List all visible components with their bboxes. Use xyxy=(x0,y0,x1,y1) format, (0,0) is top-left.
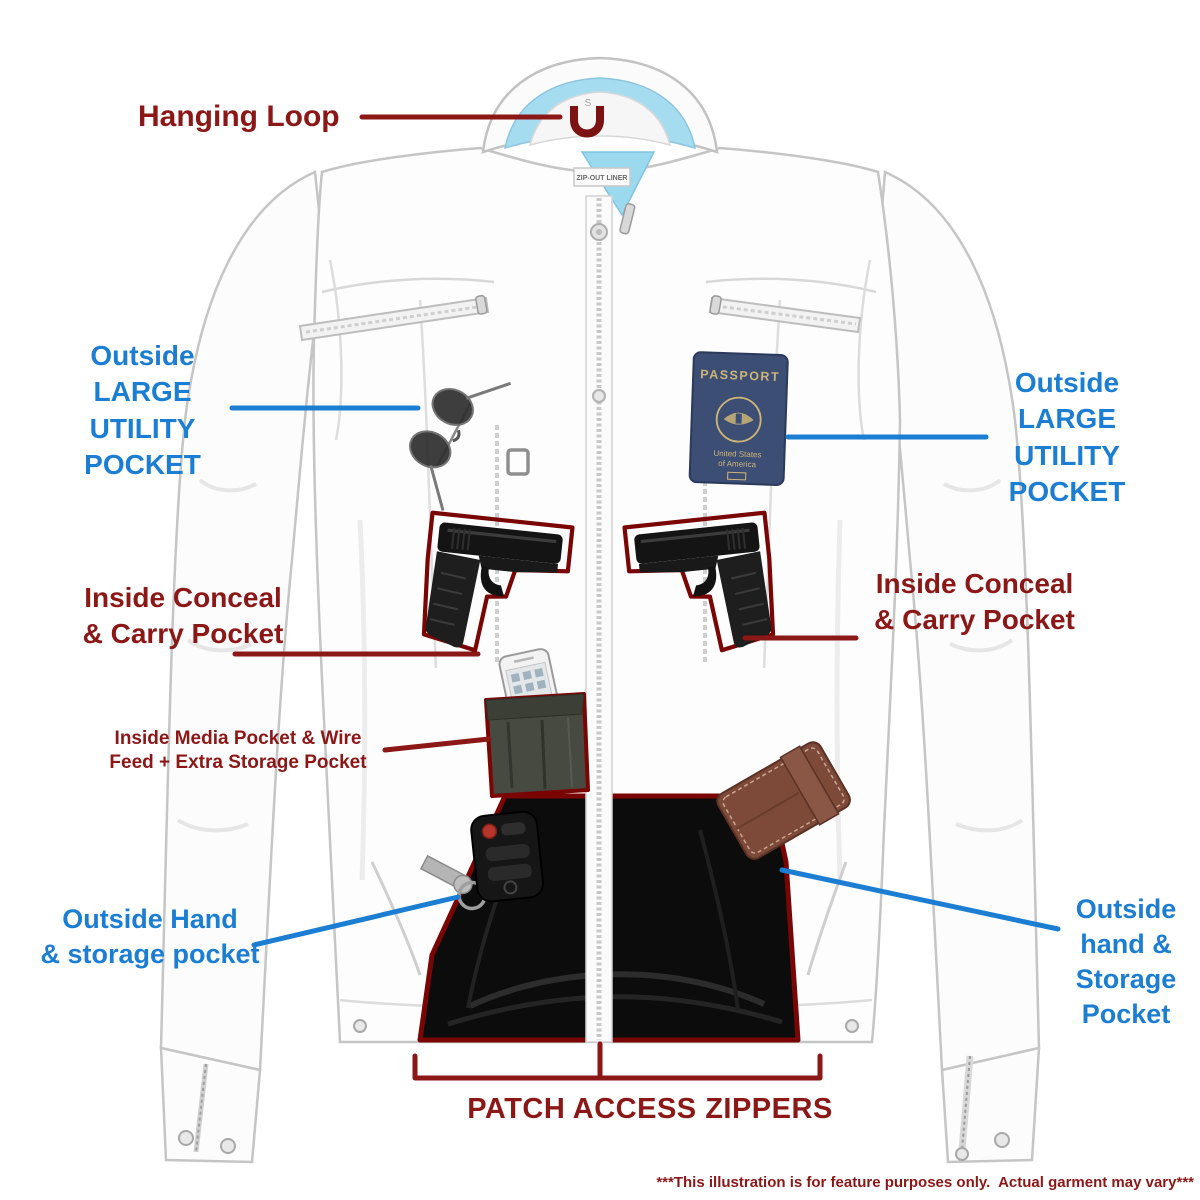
outside-utility-right-label: Outside LARGE UTILITY POCKET xyxy=(988,365,1146,511)
media-pocket-pouch xyxy=(484,692,590,798)
outside-utility-left-label: Outside LARGE UTILITY POCKET xyxy=(55,338,230,484)
label-line: & Carry Pocket xyxy=(82,618,284,650)
label-line: UTILITY xyxy=(1014,439,1120,471)
conceal-pocket-outline xyxy=(622,510,776,653)
media-pocket-line xyxy=(382,736,492,753)
label-line: Feed + Extra Storage Pocket xyxy=(109,751,367,773)
passport-seal xyxy=(715,396,762,443)
disclaimer-text: ***This illustration is for feature purp… xyxy=(656,1174,1194,1191)
zipper-pull xyxy=(619,202,636,235)
blue-leader-lines xyxy=(229,405,1061,948)
handgun-right-image xyxy=(622,510,776,653)
d-ring-loop xyxy=(506,448,530,476)
conceal-pocket-outline xyxy=(421,510,575,653)
label-line: Inside Media Pocket & Wire xyxy=(114,728,362,749)
wallet-image xyxy=(716,741,851,860)
label-line: Storage xyxy=(1075,964,1177,995)
hanging-loop-label: Hanging Loop xyxy=(138,100,340,133)
label-line: hand & xyxy=(1080,929,1172,960)
passport-line1: United States xyxy=(713,449,761,460)
label-line: POCKET xyxy=(1008,476,1126,508)
label-line: Outside xyxy=(90,340,195,371)
passport-title: PASSPORT xyxy=(700,367,780,384)
collar: S xyxy=(481,56,719,154)
passport-image: PASSPORT United States of America xyxy=(688,351,789,486)
inner-shirt: ZIP-OUT LINER xyxy=(573,151,656,217)
zip-out-liner-tag xyxy=(573,167,631,187)
conceal-carry-right-label: Inside Conceal & Carry Pocket xyxy=(852,566,1097,639)
label-line: UTILITY xyxy=(89,412,196,444)
label-line: & storage pocket xyxy=(40,939,260,970)
zip-out-liner-text: ZIP-OUT LINER xyxy=(577,175,628,182)
passport-line2: of America xyxy=(718,459,757,469)
snap-button xyxy=(592,389,606,403)
label-line: Outside xyxy=(1075,894,1177,924)
left-chest-zipper-pocket xyxy=(298,294,490,342)
hand-pocket-left-label: Outside Hand & storage pocket xyxy=(25,902,275,972)
hanging-loop xyxy=(570,106,604,138)
label-line: Outside Hand xyxy=(62,904,238,934)
conceal-carry-left-label: Inside Conceal & Carry Pocket xyxy=(58,580,308,653)
hand-left-line xyxy=(251,894,461,948)
patch-access-bracket xyxy=(412,1041,823,1081)
label-line: Pocket xyxy=(1081,999,1171,1030)
front-zipper xyxy=(585,195,636,1043)
label-line: Inside Conceal xyxy=(875,568,1074,599)
label-line: POCKET xyxy=(84,449,201,481)
car-keys-image xyxy=(419,810,545,911)
right-cuff xyxy=(940,1046,1041,1164)
hand-right-line xyxy=(779,867,1061,932)
left-cuff xyxy=(159,1046,262,1164)
right-chest-zipper-pocket xyxy=(708,295,862,334)
red-leader-lines xyxy=(232,114,859,1081)
label-line: & Carry Pocket xyxy=(874,604,1075,636)
sunglasses-image xyxy=(409,381,512,511)
handgun-left-image xyxy=(421,510,575,653)
label-line: Outside xyxy=(1014,367,1120,398)
shirt-size-tag: S xyxy=(585,98,592,109)
label-line: LARGE xyxy=(1018,403,1116,435)
label-line: LARGE xyxy=(93,376,192,408)
media-pocket-label: Inside Media Pocket & Wire Feed + Extra … xyxy=(88,727,388,775)
hand-pocket-right-label: Outside hand & Storage Pocket xyxy=(1056,892,1196,1032)
label-line: Inside Conceal xyxy=(84,582,282,613)
patch-access-label: PATCH ACCESS ZIPPERS xyxy=(467,1093,833,1125)
